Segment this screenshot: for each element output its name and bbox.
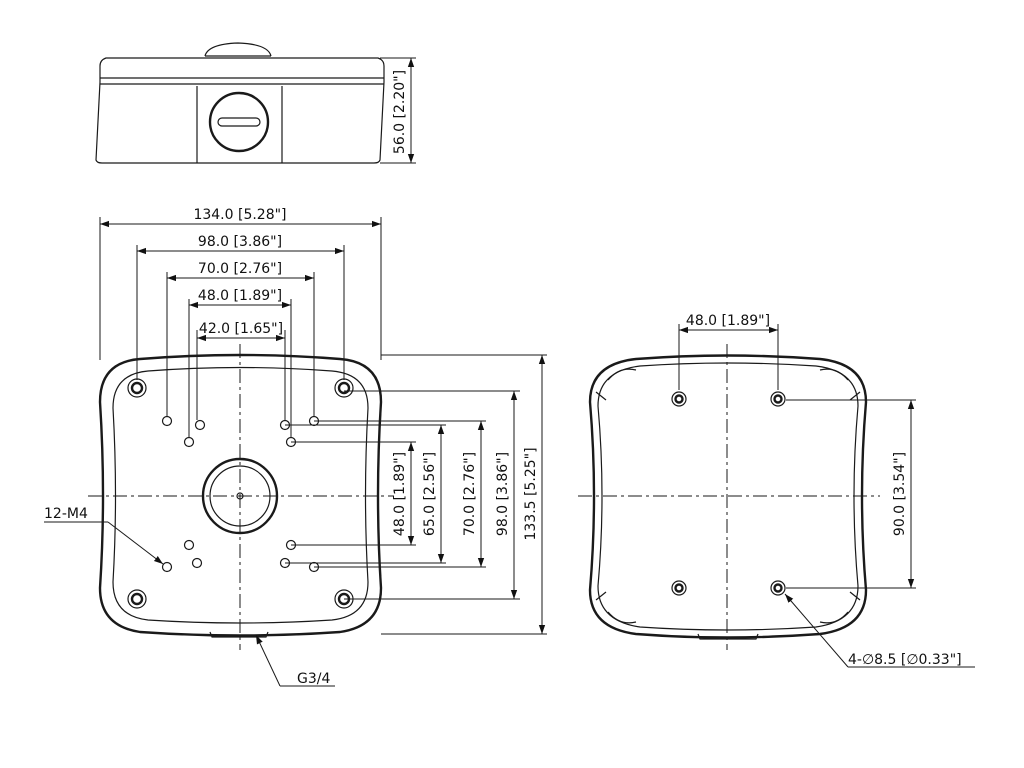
dim-v1335-label: 133.5 [5.25"]	[523, 447, 539, 540]
side-view: 56.0 [2.20"]	[95, 42, 416, 164]
side-view-body	[95, 57, 385, 164]
dim-v98-label: 98.0 [3.86"]	[495, 452, 511, 536]
bottom-view-port-inner	[209, 465, 271, 527]
dim-42-label: 42.0 [1.65"]	[199, 321, 283, 337]
dim-v48-label: 48.0 [1.89"]	[392, 452, 408, 536]
top-dim-90-label: 90.0 [3.54"]	[892, 452, 908, 536]
top-mounting-holes	[671, 391, 786, 596]
bottom-view: 134.0 [5.28"] 98.0 [3.86"] 70.0 [2.76"] …	[44, 207, 547, 687]
dim-98-label: 98.0 [3.86"]	[198, 234, 282, 250]
thread-callout: G3/4	[255, 634, 335, 687]
m4-callout: 12-M4	[44, 506, 164, 565]
side-view-cable-port	[208, 91, 270, 153]
side-view-cap	[204, 42, 272, 57]
side-height-dim-label: 56.0 [2.20"]	[392, 70, 408, 154]
dim-v70-label: 70.0 [2.76"]	[462, 452, 478, 536]
dim-48-label: 48.0 [1.89"]	[198, 288, 282, 304]
bottom-horizontal-dims: 134.0 [5.28"] 98.0 [3.86"] 70.0 [2.76"] …	[99, 207, 382, 437]
bottom-view-port-outer	[201, 457, 279, 535]
top-hole-callout-label: 4-∅8.5 [∅0.33"]	[848, 652, 962, 668]
m4-callout-label: 12-M4	[44, 506, 88, 522]
dim-v65-label: 65.0 [2.56"]	[422, 452, 438, 536]
top-view-inner	[597, 362, 859, 631]
dim-134-label: 134.0 [5.28"]	[193, 207, 286, 223]
bottom-view-inner	[112, 366, 369, 624]
bottom-view-outline	[98, 353, 383, 637]
dim-70-label: 70.0 [2.76"]	[198, 261, 282, 277]
bottom-vertical-dims: 48.0 [1.89"] 65.0 [2.56"] 70.0 [2.76"] 9…	[285, 354, 547, 635]
top-hole-callout: 4-∅8.5 [∅0.33"]	[784, 593, 975, 668]
thread-callout-label: G3/4	[297, 671, 330, 687]
side-view-port-slot	[217, 117, 261, 127]
top-dim-48-label: 48.0 [1.89"]	[686, 313, 770, 329]
top-view: 48.0 [1.89"] 90.0 [3.54"] 4-∅8.5 [∅0.33"…	[578, 313, 975, 668]
m4-holes	[161, 415, 320, 573]
